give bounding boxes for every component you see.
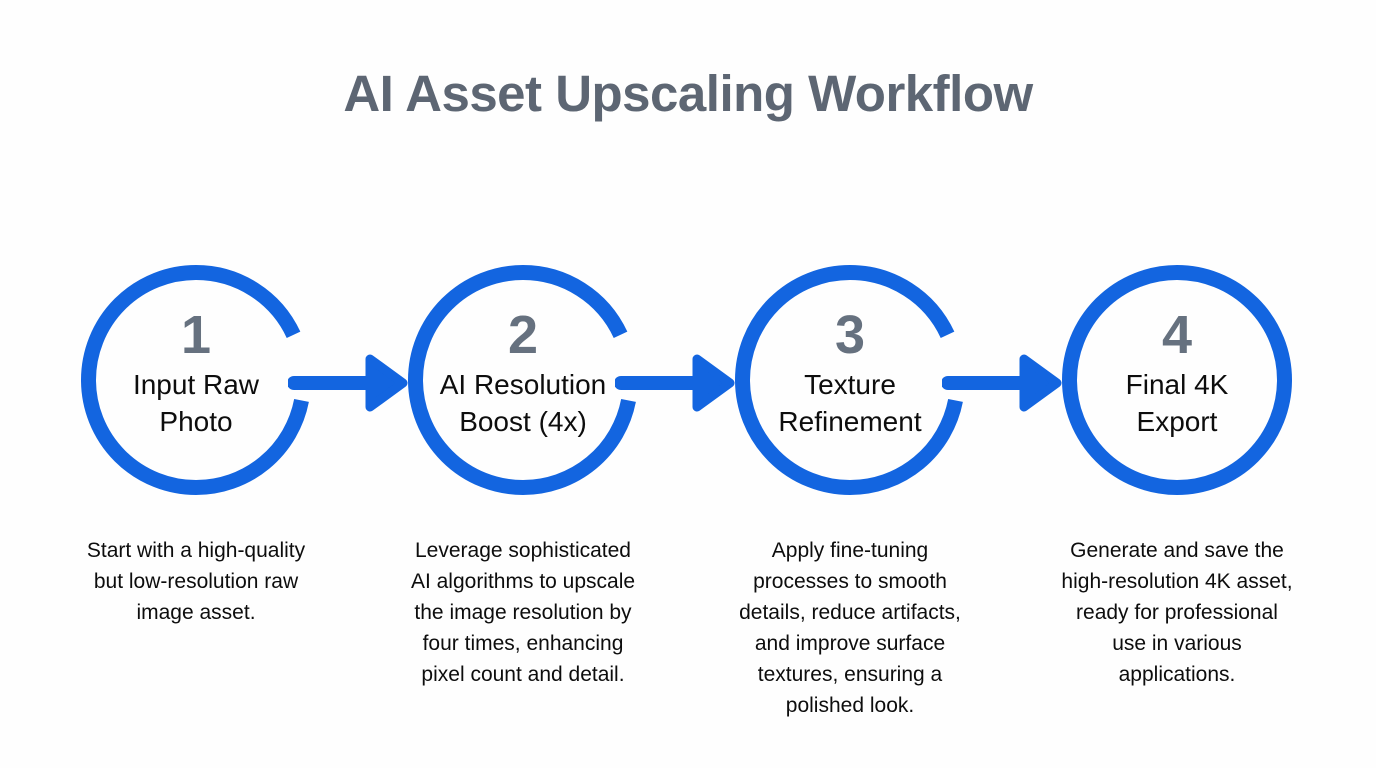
step-2: 2 AI Resolution Boost (4x) Leverage soph… [373,265,673,721]
step-3: 3 Texture Refinement Apply fine-tuning p… [700,265,1000,721]
step-number: 2 [507,305,539,365]
step-description: Start with a high-quality but low-resolu… [86,539,306,624]
step-description: Generate and save the high-resolution 4K… [1061,539,1293,686]
step-number: 1 [180,305,212,365]
step-circle-ring [735,265,965,495]
step-circle-content: 3 Texture Refinement [735,259,965,489]
step-circle-content: 4 Final 4K Export [1062,259,1292,489]
step-circle-ring [81,265,311,495]
step-label: Input Raw Photo [132,369,260,437]
page-title: AI Asset Upscaling Workflow [343,65,1033,122]
step-circle-ring [1062,265,1292,495]
step-label: Texture Refinement [778,369,922,437]
step-circle: 3 Texture Refinement [735,265,965,495]
step-description: Apply fine-tuning processes to smooth de… [739,539,961,717]
step-circle: 4 Final 4K Export [1062,265,1292,495]
step-1: 1 Input Raw Photo Start with a high-qual… [46,265,346,721]
step-circle: 1 Input Raw Photo [81,265,311,495]
step-circle: 2 AI Resolution Boost (4x) [408,265,638,495]
step-description: Leverage sophisticated AI algorithms to … [410,539,636,686]
step-number: 4 [1161,305,1193,365]
step-label: Final 4K Export [1125,369,1229,437]
steps-row: 1 Input Raw Photo Start with a high-qual… [46,265,1327,721]
step-circle-content: 1 Input Raw Photo [81,259,311,489]
step-4: 4 Final 4K Export Generate and save the … [1027,265,1327,721]
arrow-right-icon [942,354,1062,412]
step-circle-content: 2 AI Resolution Boost (4x) [408,259,638,489]
arrow-right-icon [288,354,408,412]
step-number: 3 [834,305,866,365]
step-circle-ring [408,265,638,495]
step-label: AI Resolution Boost (4x) [439,369,607,437]
arrow-right-icon [615,354,735,412]
